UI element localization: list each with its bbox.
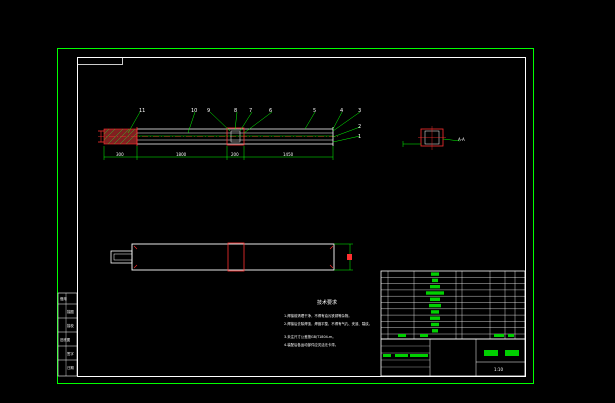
part-label: 8 — [234, 108, 237, 114]
stamp-cell: 签字 — [67, 351, 74, 356]
technical-notes: 技术要求 1.焊接前清理干净，不得有油污铁锈等杂物。 2.焊接后去除焊渣，焊缝平… — [284, 299, 372, 347]
parts-row-entry — [432, 329, 438, 333]
coupling — [226, 127, 245, 146]
dimension-value: 300 — [116, 152, 124, 157]
stamp-cell: 旧底图 — [60, 337, 71, 342]
part-label: 11 — [139, 108, 145, 114]
note-line: 3.未注尺寸公差按GB/T1804-m。 — [284, 334, 336, 339]
note-line: 4.装配后各运动部件应灵活无卡滞。 — [284, 342, 338, 347]
parts-row-entry — [432, 278, 438, 283]
part-label: 5 — [313, 108, 316, 114]
title-block: 1:10 — [380, 338, 526, 377]
parts-row-entry — [430, 285, 440, 289]
part-label: 4 — [340, 108, 343, 114]
parts-row-entry — [426, 291, 444, 295]
scale-value: 1:10 — [494, 367, 503, 372]
note-line: 1.焊接前清理干净，不得有油污铁锈等杂物。 — [284, 313, 352, 318]
part-label: 2 — [358, 124, 361, 130]
parts-header-entry — [420, 334, 428, 337]
side-stamp: 借用 描图 描校 旧底图 签字 日期 — [57, 292, 78, 377]
part-labels: 11 10 9 8 7 6 5 4 3 2 1 — [139, 108, 361, 140]
section-label: A-A — [458, 137, 465, 142]
part-label: 9 — [207, 108, 210, 114]
dimension-values: 300 1800 200 1450 — [116, 152, 294, 157]
section-view: A-A — [402, 126, 465, 150]
parts-row-entry — [430, 316, 440, 320]
drawing-frame — [77, 57, 526, 377]
leaders — [127, 111, 361, 143]
parts-row-entry — [431, 272, 439, 276]
part-label: 6 — [269, 108, 272, 114]
stamp-cell: 借用 — [60, 296, 67, 301]
parts-row-entry — [431, 322, 439, 327]
dimension-value: 1800 — [176, 152, 187, 157]
notes-title: 技术要求 — [317, 299, 337, 306]
parts-row-entry — [429, 303, 441, 308]
stamp-cell: 描图 — [67, 309, 74, 314]
parts-row-entry — [430, 297, 440, 301]
dimension-value: 1450 — [283, 152, 294, 157]
parts-header-entry — [494, 334, 504, 337]
plan-view — [110, 242, 353, 272]
part-label: 3 — [358, 108, 361, 114]
stamp-cell: 描校 — [67, 323, 74, 328]
parts-row-entry — [431, 310, 439, 314]
parts-header-entry — [398, 334, 406, 337]
front-view — [98, 127, 340, 146]
sheet-outer-border — [57, 48, 534, 384]
stamp-cell: 日期 — [67, 365, 74, 370]
part-label: 1 — [358, 134, 361, 140]
dimension-chain — [103, 146, 334, 160]
parts-header-entry — [508, 334, 514, 337]
part-label: 7 — [249, 108, 252, 114]
note-line: 2.焊接后去除焊渣，焊缝平整，不得有气孔、夹渣、裂纹。 — [284, 321, 372, 326]
part-label: 10 — [191, 108, 197, 114]
dimension-value: 200 — [231, 152, 239, 157]
code-box — [77, 57, 123, 65]
